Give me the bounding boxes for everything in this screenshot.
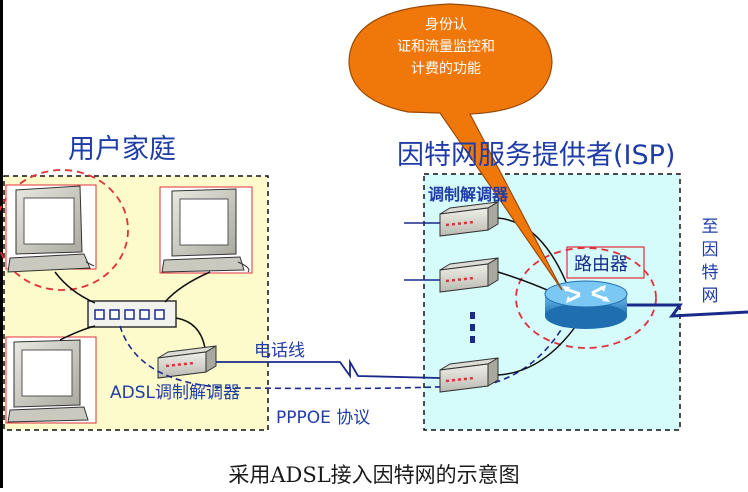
phone-line-label: 电话线 [254,341,305,361]
adsl-modem-label: ADSL调制解调器 [110,383,240,403]
cable-modem3-router [497,319,581,376]
diagram-caption: 采用ADSL接入因特网的示意图 [228,463,520,487]
router [544,280,628,329]
cable-hub-adsl [175,317,206,349]
pc-top-right [159,186,253,274]
callout-bubble [348,3,563,291]
cable-modem1-router [497,217,567,283]
pppoe-label: PPPOE 协议 [276,408,371,428]
cable-pc1-hub [54,271,96,304]
to-internet-label: 至因特网 [701,217,719,306]
internet-uplink [627,303,748,318]
router-highlight-ellipse [515,247,657,349]
callout-line-2: 证和流量监控和 [397,39,495,55]
isp-modem-1 [439,201,499,237]
pc-bottom-left [5,336,97,424]
adsl-modem-home [157,345,217,379]
home-title: 用户家庭 [68,134,176,165]
cable-pc2-hub [164,271,211,303]
pppoe-path [119,317,569,390]
more-modems-ellipsis [470,312,475,343]
router-label: 路由器 [574,254,628,275]
isp-modem-2 [439,257,499,293]
callout-line-1: 身份认 [425,17,467,33]
pc-top-left [5,184,97,273]
phone-line [216,358,441,379]
callout-text: 身份认 证和流量监控和 计费的功能 [380,14,512,80]
isp-title: 因特网服务提供者(ISP) [397,140,676,171]
callout-line-3: 计费的功能 [411,61,481,77]
ethernet-hub [87,300,177,328]
isp-modem-label: 调制解调器 [428,185,509,204]
isp-modem-3 [439,357,499,393]
router-label-box [566,246,645,279]
cable-pc3-hub [59,325,96,341]
home-highlight-ellipse [0,169,129,291]
